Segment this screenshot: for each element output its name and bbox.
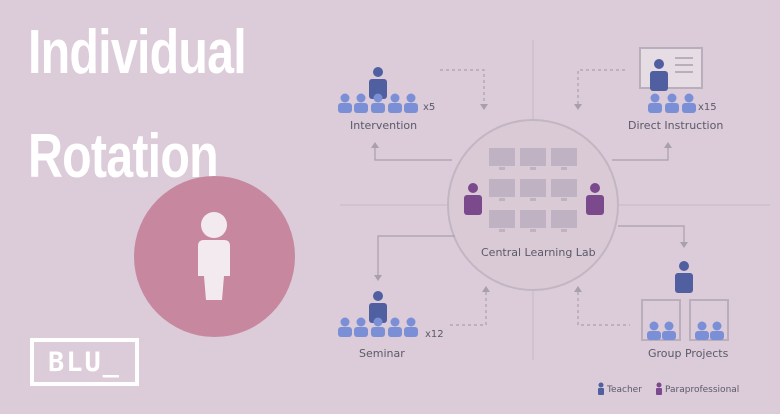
- paraprofessional-icon: [464, 183, 604, 215]
- intervention-group: [338, 67, 418, 113]
- blu-logo: BLU_: [30, 338, 139, 386]
- legend-paraprofessional-label: Paraprofessional: [665, 385, 740, 395]
- group-projects-label: Group Projects: [648, 347, 729, 360]
- intervention-label: Intervention: [350, 119, 418, 132]
- direct-instruction-count: x15: [698, 102, 717, 113]
- person-icon-circle: [134, 176, 295, 337]
- legend-teacher-label: Teacher: [607, 385, 642, 395]
- legend-paraprofessional-icon: [656, 382, 662, 395]
- person-icon: [198, 212, 230, 300]
- intervention-count: x5: [423, 102, 436, 113]
- group-projects-group: [641, 261, 729, 341]
- seminar-label: Seminar: [359, 347, 405, 360]
- direct-instruction-label: Direct Instruction: [628, 119, 724, 132]
- seminar-count: x12: [425, 329, 444, 340]
- seminar-group: [338, 291, 418, 337]
- page-title-line2: Rotation: [28, 122, 219, 191]
- legend-teacher-icon: [598, 382, 604, 395]
- central-lab-label: Central Learning Lab: [481, 246, 596, 259]
- direct-instruction-group: [639, 47, 703, 113]
- page-title-line1: Individual: [28, 18, 247, 87]
- computer-grid: [489, 148, 577, 232]
